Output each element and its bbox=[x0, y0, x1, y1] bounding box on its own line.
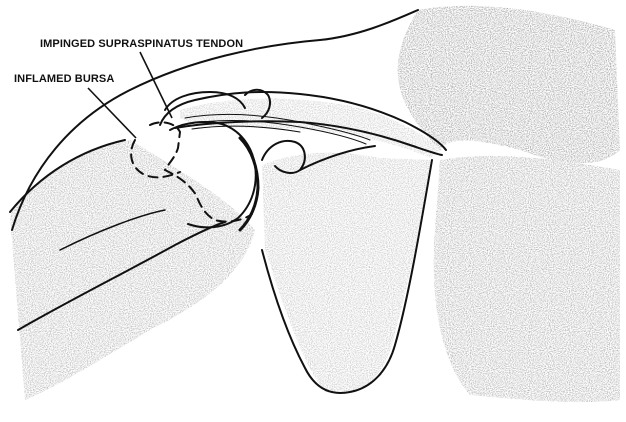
stipple-shading bbox=[10, 6, 620, 402]
torso-shading bbox=[434, 156, 620, 402]
arm-shading bbox=[10, 140, 255, 400]
tendon-label: IMPINGED SUPRASPINATUS TENDON bbox=[40, 38, 243, 50]
clavicle-shading bbox=[180, 98, 442, 158]
bursa-leader-line bbox=[88, 88, 136, 138]
background-shadow-shading bbox=[398, 6, 620, 163]
scapula-shading bbox=[262, 153, 432, 394]
tendon-leader-line bbox=[140, 52, 172, 118]
bursa-label: INFLAMED BURSA bbox=[14, 73, 114, 85]
